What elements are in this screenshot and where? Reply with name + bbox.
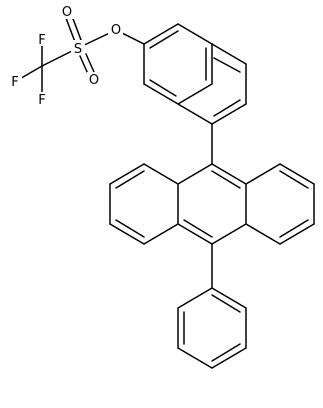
bond-al-4: [109, 223, 145, 245]
bond-al-2: [109, 163, 145, 185]
bond-ac-inner-1: [211, 170, 241, 189]
bond-ac-4: [177, 223, 213, 245]
bond-na-1: [143, 23, 179, 45]
bond-ar-inner-2: [279, 219, 309, 238]
atom-o-top: O: [62, 5, 72, 20]
bond-ar-inner-1: [279, 170, 309, 189]
bond-ph-inner-1: [211, 294, 241, 313]
bond-ph-4: [177, 347, 213, 369]
atom-sulfur: S: [74, 42, 82, 57]
atom-f-top: F: [38, 33, 45, 48]
bond-ar-5: [245, 223, 281, 245]
bonds: [17, 15, 315, 369]
bond-al-5: [143, 223, 179, 245]
bond-ph-3: [211, 347, 247, 369]
bond-na-4: [177, 83, 213, 105]
bond-s-o-top-2: [71, 15, 82, 41]
bond-ph-6: [177, 287, 213, 309]
bond-ar-2: [279, 163, 315, 185]
bond-al-inner-1: [115, 170, 145, 189]
bond-ar-1: [245, 163, 281, 185]
bond-na-5: [143, 83, 179, 105]
bond-nb-3: [211, 103, 247, 125]
bond-al-1: [143, 163, 179, 185]
bond-ac-6: [177, 163, 213, 185]
bond-s-o-bottom-1: [79, 55, 89, 75]
atom-labels: F F F S O O O: [8, 4, 123, 108]
bond-nb-1: [211, 43, 247, 65]
bond-nb-inner-1: [213, 57, 241, 73]
bond-nb-4: [177, 103, 213, 125]
bond-ac-3: [211, 223, 247, 245]
bond-ac-inner-2: [183, 219, 213, 238]
bond-na-inner-3: [149, 79, 177, 97]
bond-ph-1: [211, 287, 247, 309]
bond-ac-1: [211, 163, 247, 185]
bond-na-2: [177, 23, 213, 45]
bond-s-o-bottom-2: [85, 53, 95, 73]
atom-f-left: F: [11, 75, 18, 90]
atom-o-ester: O: [111, 23, 121, 38]
bond-al-inner-2: [115, 219, 145, 238]
atom-o-bottom: O: [89, 73, 99, 88]
bond-nb-inner-2: [213, 99, 241, 117]
bond-na-inner-1: [149, 30, 179, 49]
bond-s-o-top-1: [65, 17, 76, 43]
atom-f-bottom: F: [38, 93, 45, 108]
bond-ph-inner-2: [211, 343, 241, 362]
bond-ar-4: [279, 223, 315, 245]
